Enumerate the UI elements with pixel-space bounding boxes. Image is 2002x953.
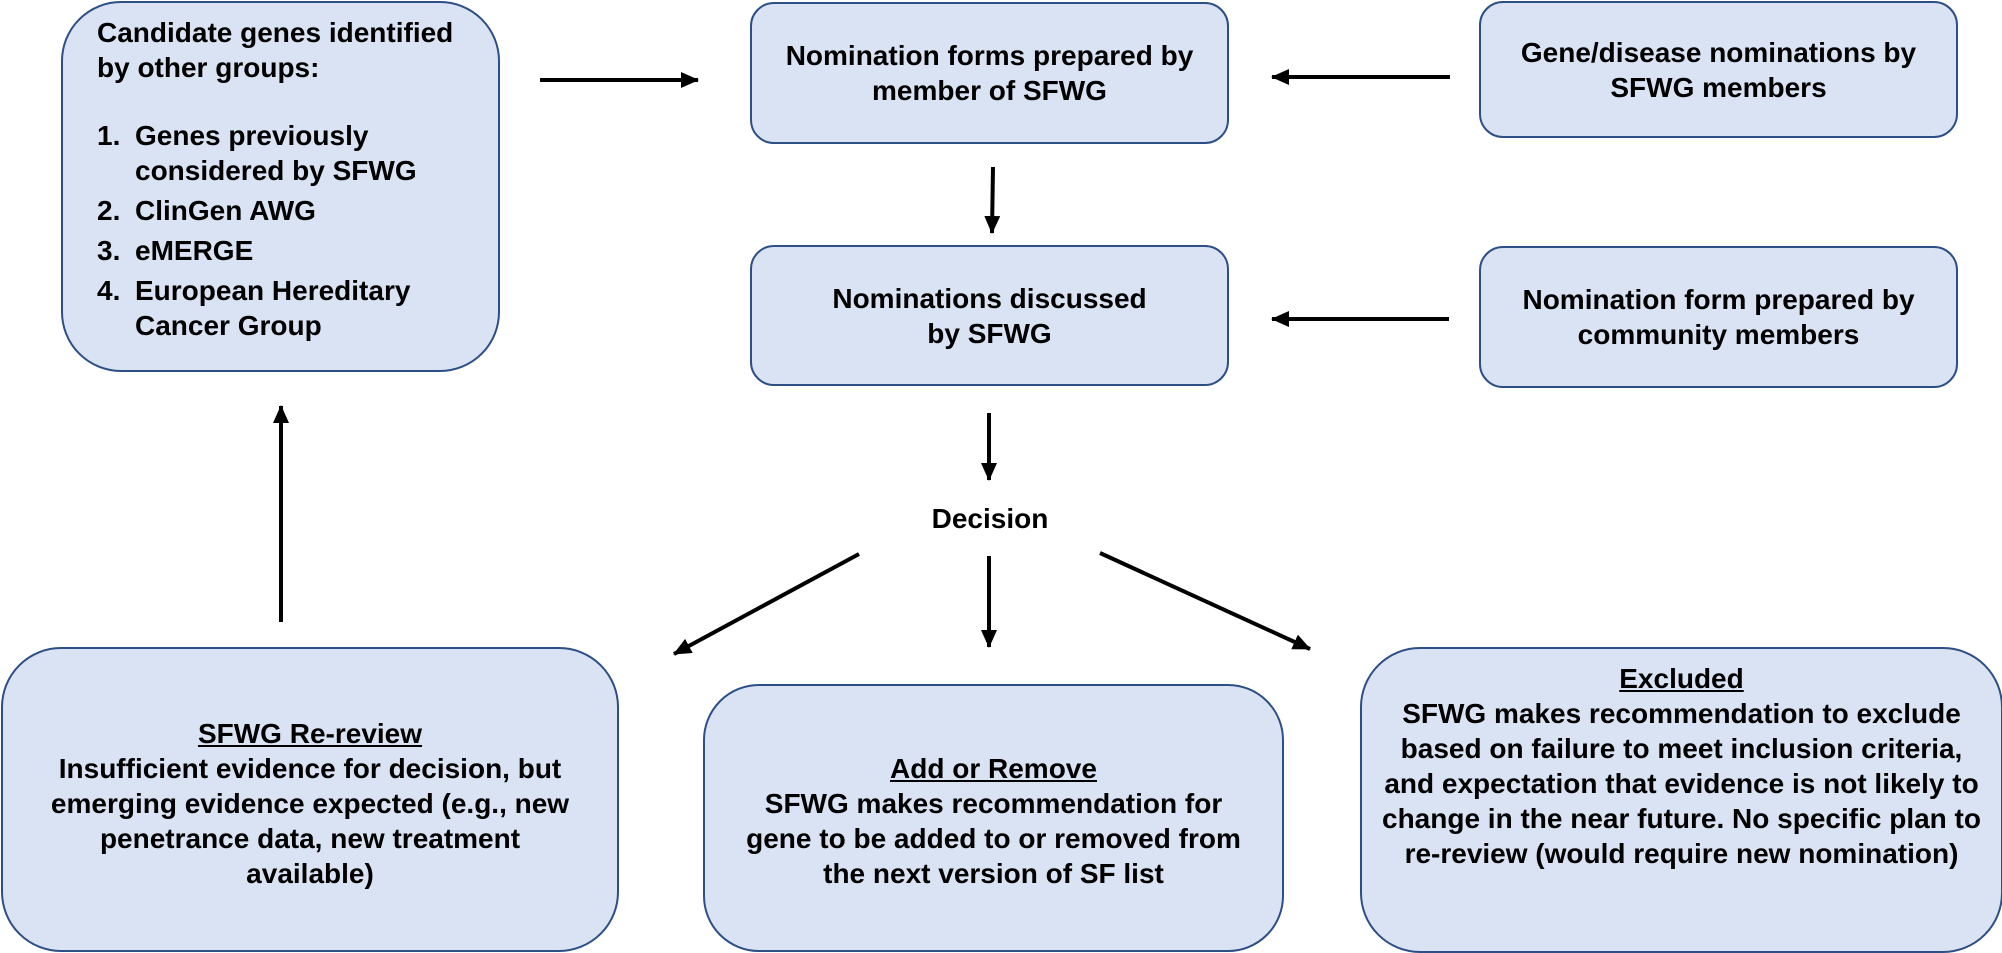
add-remove-box: Add or Remove SFWG makes recommendation … bbox=[703, 684, 1284, 952]
decision-label: Decision bbox=[931, 503, 1049, 534]
box-text-line: by SFWG bbox=[927, 317, 1052, 349]
box-text-line: and expectation that evidence is not lik… bbox=[1384, 768, 1979, 799]
list-item-text: considered by SFWG bbox=[135, 155, 417, 186]
box-text-line: SFWG members bbox=[1610, 71, 1827, 103]
community-nomination-box: Nomination form prepared by community me… bbox=[1479, 246, 1958, 388]
candidate-genes-box: Candidate genes identified by other grou… bbox=[61, 1, 500, 372]
nominations-discussed-box: Nominations discussed by SFWG bbox=[750, 245, 1229, 386]
box-text-line: gene to be added to or removed from bbox=[746, 823, 1241, 854]
candidate-source-item: 4. European Hereditary Cancer Group bbox=[97, 273, 417, 343]
arrow-decision-to-excluded bbox=[1099, 551, 1311, 651]
sfwg-nominations-box: Gene/disease nominations by SFWG members bbox=[1479, 1, 1958, 138]
box-text-line: Nomination form prepared by bbox=[1522, 284, 1915, 315]
box-text-line: based on failure to meet inclusion crite… bbox=[1400, 733, 1963, 764]
candidate-source-item: 2. ClinGen AWG bbox=[97, 193, 417, 228]
box-text-line: Nomination forms prepared by bbox=[785, 40, 1194, 71]
nomination-forms-box: Nomination forms prepared by member of S… bbox=[750, 2, 1229, 144]
box-text-line: change in the near future. No specific p… bbox=[1382, 803, 1981, 834]
box-text-line: available) bbox=[246, 858, 374, 889]
candidate-source-item: 3. eMERGE bbox=[97, 233, 417, 268]
box-text-line: penetrance data, new treatment bbox=[99, 823, 521, 854]
list-number: 2. bbox=[97, 195, 121, 226]
add-remove-heading: Add or Remove bbox=[890, 753, 1097, 784]
candidate-sources-list: 1. Genes previously considered by SFWG 2… bbox=[97, 118, 417, 348]
candidates-title-line-1: Candidate genes identified bbox=[97, 17, 454, 48]
box-text-line: the next version of SF list bbox=[823, 858, 1164, 889]
list-number: 1. bbox=[97, 120, 121, 151]
list-number: 3. bbox=[97, 235, 121, 266]
list-item-text: ClinGen AWG bbox=[135, 195, 316, 226]
box-text-line: Gene/disease nominations by bbox=[1520, 36, 1917, 68]
box-text-line: Nominations discussed bbox=[832, 282, 1147, 314]
list-number: 4. bbox=[97, 275, 121, 306]
box-text-line: SFWG makes recommendation for bbox=[764, 788, 1223, 819]
list-item-text: Genes previously bbox=[135, 120, 369, 151]
candidate-source-item: 1. Genes previously considered by SFWG bbox=[97, 118, 417, 188]
rereview-box: SFWG Re-review Insufficient evidence for… bbox=[1, 647, 619, 952]
excluded-box: Excluded SFWG makes recommendation to ex… bbox=[1360, 647, 2002, 953]
excluded-heading: Excluded bbox=[1619, 663, 1744, 694]
box-text-line: emerging evidence expected (e.g., new bbox=[50, 788, 570, 819]
arrow-decision-to-rereview bbox=[673, 552, 860, 656]
list-item-text: eMERGE bbox=[135, 235, 254, 266]
candidates-title-line-2: by other groups: bbox=[97, 52, 320, 83]
rereview-heading: SFWG Re-review bbox=[197, 718, 423, 749]
box-text-line: Insufficient evidence for decision, but bbox=[58, 753, 562, 784]
list-item-text: European Hereditary bbox=[135, 275, 411, 306]
arrow-forms-to-discussed bbox=[984, 166, 1001, 234]
box-text-line: member of SFWG bbox=[872, 75, 1107, 106]
list-item-text: Cancer Group bbox=[135, 310, 322, 341]
box-text-line: re-review (would require new nomination) bbox=[1404, 838, 1959, 869]
box-text-line: SFWG makes recommendation to exclude bbox=[1402, 698, 1961, 729]
box-text-line: community members bbox=[1577, 319, 1860, 350]
